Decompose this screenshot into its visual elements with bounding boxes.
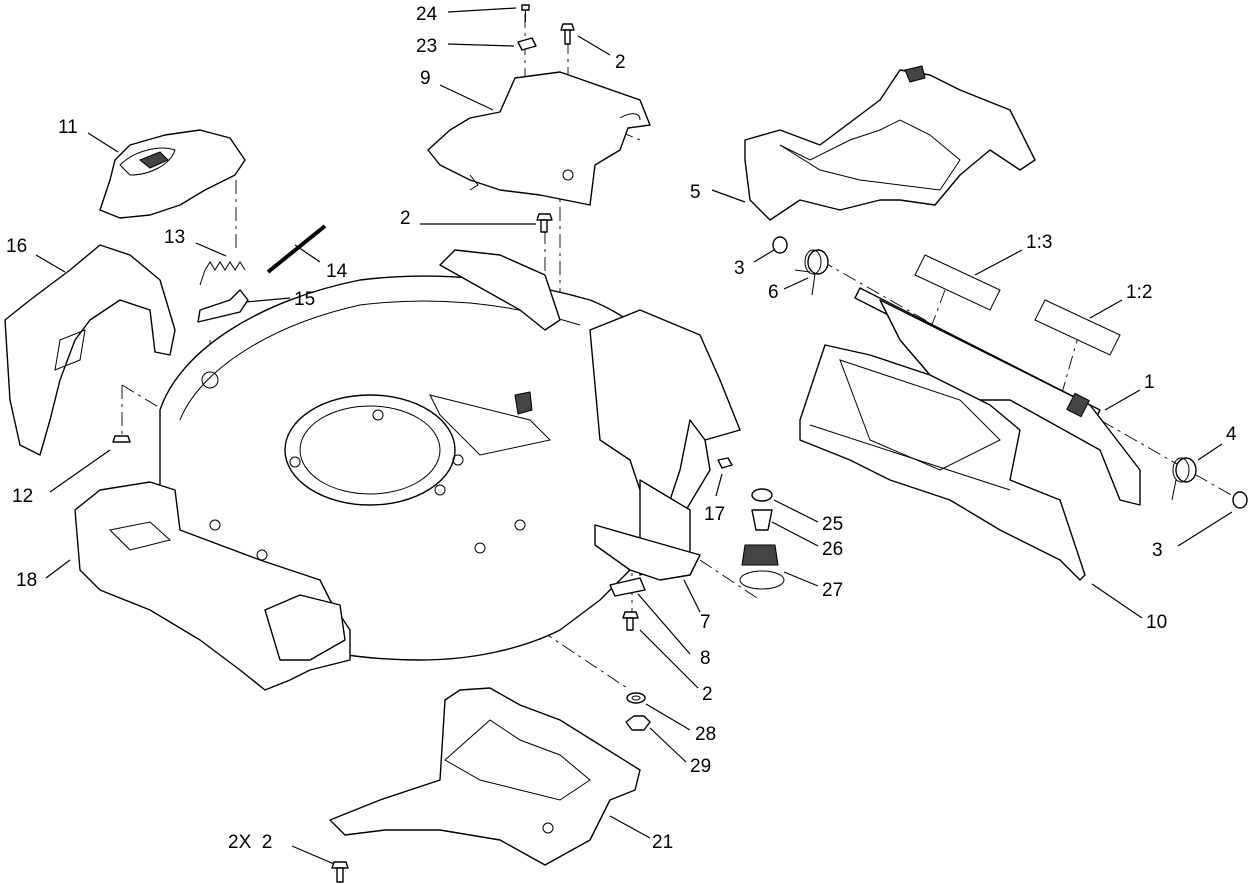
callout-11: 11 xyxy=(58,117,78,138)
part-2-bolt-low xyxy=(622,611,639,631)
callout-5: 5 xyxy=(690,182,701,203)
part-17-screw xyxy=(717,457,733,469)
callout-16: 16 xyxy=(6,236,27,257)
mower-deck xyxy=(159,249,741,661)
callout-2-low: 2 xyxy=(702,684,713,705)
part-21-front-skirt xyxy=(329,687,641,866)
part-9-plate xyxy=(427,71,651,206)
callout-1: 1 xyxy=(1144,372,1155,393)
callout-4: 4 xyxy=(1226,424,1237,445)
callout-14: 14 xyxy=(326,261,348,282)
callout-2-mid: 2 xyxy=(400,208,411,229)
part-11-cover xyxy=(99,129,246,219)
part-27-cap xyxy=(739,544,785,590)
decal-1-3 xyxy=(914,254,1001,311)
part-7-chute xyxy=(594,524,701,581)
part-15-bracket xyxy=(197,289,249,323)
part-3-washer-top xyxy=(772,236,788,254)
part-25-ring xyxy=(751,488,773,502)
part-13-spring xyxy=(199,261,246,286)
callout-24: 24 xyxy=(416,4,438,25)
callout-23: 23 xyxy=(416,36,437,57)
callout-15: 15 xyxy=(294,289,315,310)
part-24-screw xyxy=(521,4,530,22)
part-26-valve xyxy=(751,509,773,531)
callout-28: 28 xyxy=(695,724,716,745)
part-2-bolt-top xyxy=(560,23,575,45)
part-1-door xyxy=(854,287,1141,506)
callout-26: 26 xyxy=(822,539,843,560)
part-6-spring xyxy=(794,249,829,296)
callout-labels: 24 23 2 9 11 2 5 13 16 14 15 3 6 1:3 1:2… xyxy=(6,4,1237,853)
part-16-side-cover xyxy=(4,244,176,456)
callout-18: 18 xyxy=(16,570,37,591)
callout-9: 9 xyxy=(420,68,431,89)
callout-6: 6 xyxy=(768,282,779,303)
part-18-rear-skirt xyxy=(74,481,351,691)
callout-1-2: 1:2 xyxy=(1126,282,1152,303)
callout-8: 8 xyxy=(700,648,711,669)
part-2-bolt-mid xyxy=(536,213,553,233)
callout-12: 12 xyxy=(12,486,33,507)
callout-10: 10 xyxy=(1146,612,1167,633)
callout-17: 17 xyxy=(704,504,725,525)
part-4-spring xyxy=(1171,457,1197,501)
part-23-clip xyxy=(517,37,537,51)
callout-29: 29 xyxy=(690,756,711,777)
callout-7: 7 xyxy=(700,612,711,633)
callout-27: 27 xyxy=(822,580,843,601)
callout-2x-2: 2X 2 xyxy=(228,832,272,853)
callout-25: 25 xyxy=(822,514,843,535)
callout-3-top: 3 xyxy=(734,258,745,279)
part-3-washer-right xyxy=(1232,491,1248,509)
part-28-washer xyxy=(626,692,646,704)
part-8-clip xyxy=(609,577,646,597)
decal-1-2 xyxy=(1034,299,1121,356)
part-14-rod xyxy=(266,224,327,274)
callout-1-3: 1:3 xyxy=(1026,232,1052,253)
callout-2-top: 2 xyxy=(615,52,626,73)
part-2-bolt-bottom xyxy=(331,861,349,883)
part-29-nut xyxy=(625,715,651,731)
callout-21: 21 xyxy=(652,832,673,853)
leader-lines xyxy=(35,7,1233,865)
callout-13: 13 xyxy=(164,227,185,248)
part-5-rear-door xyxy=(744,65,1036,221)
part-12-screw xyxy=(112,435,131,443)
callout-3-right: 3 xyxy=(1152,540,1163,561)
part-10-panel xyxy=(799,344,1086,581)
